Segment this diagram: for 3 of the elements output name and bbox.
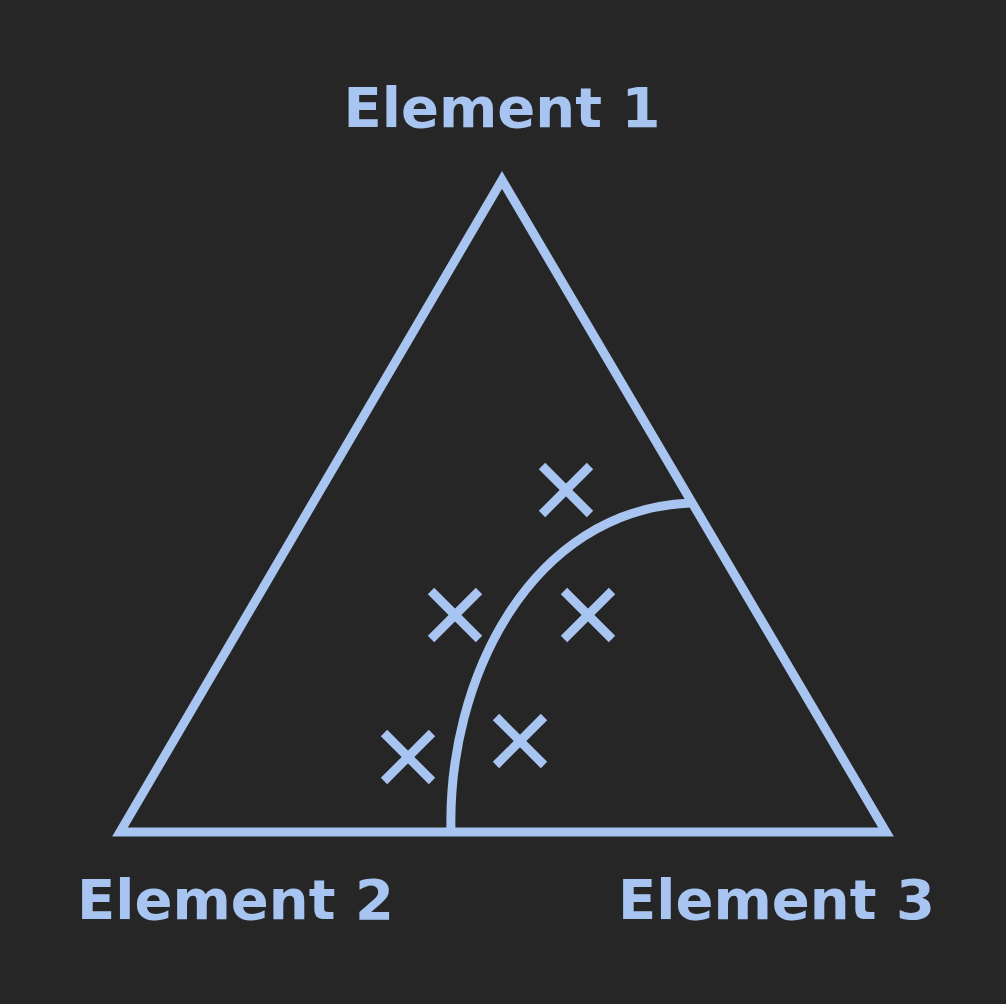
- vertex-label: Element 1: [343, 76, 661, 140]
- vertex-label: Element 3: [618, 868, 935, 932]
- vertex-label: Element 2: [77, 868, 394, 932]
